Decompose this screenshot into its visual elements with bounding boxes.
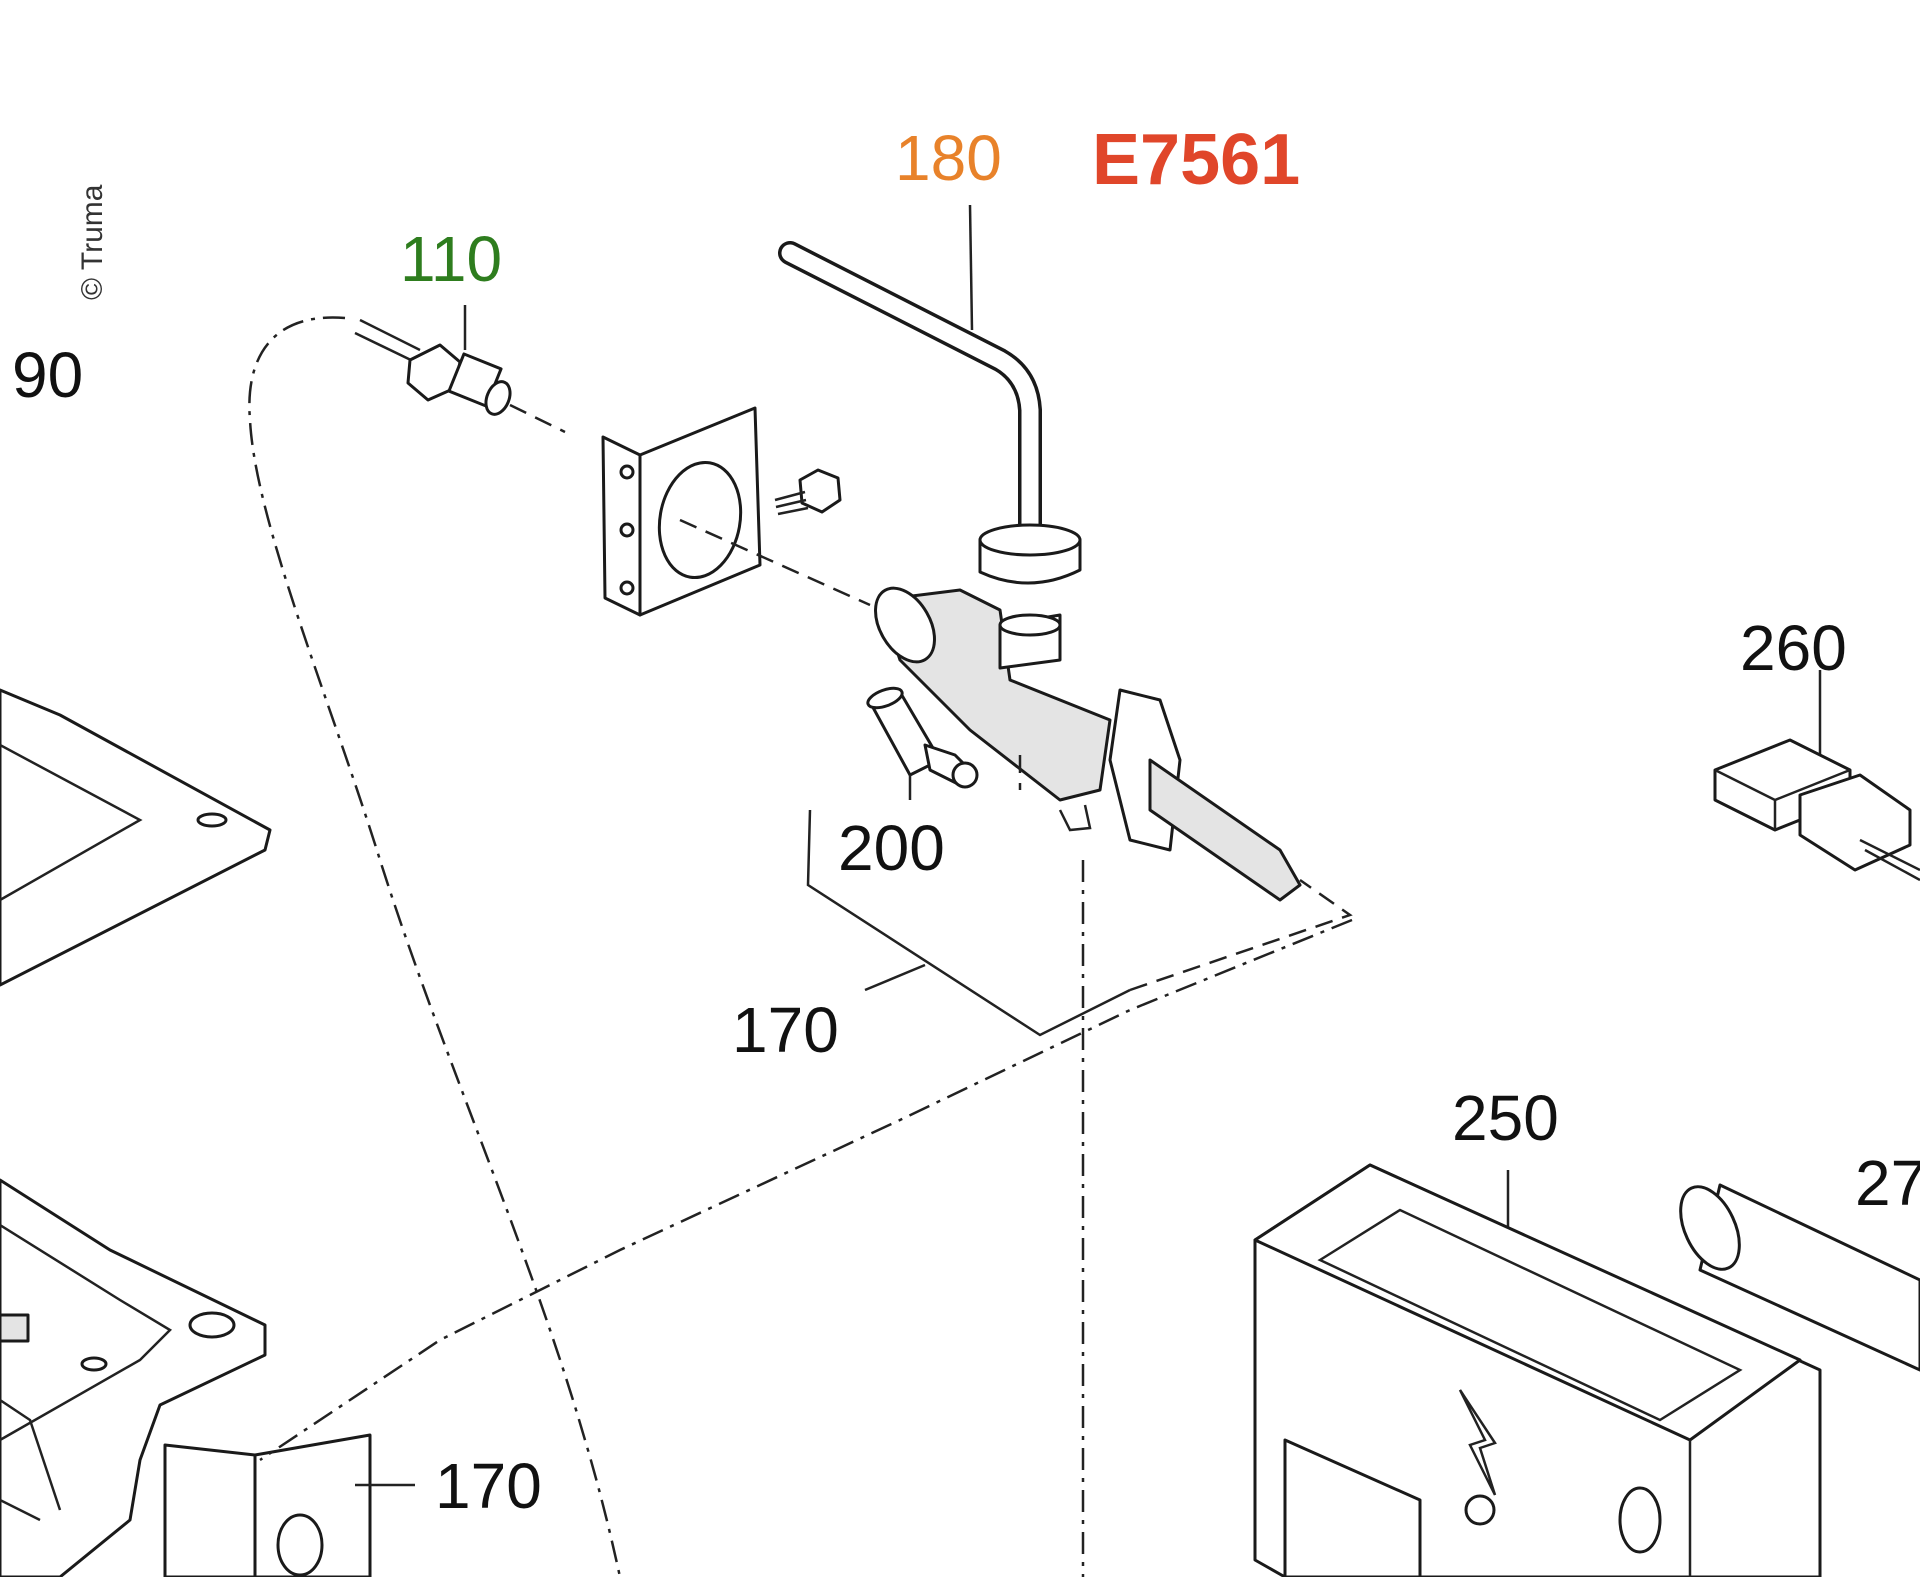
part-200-ignition-electrode: [866, 686, 979, 789]
label-170-lower: 170: [435, 1450, 542, 1522]
frame-plate-upper: [0, 688, 272, 987]
screw-small: [774, 468, 842, 516]
part-180-gas-pipe: [778, 241, 1082, 585]
burner-housing-lower: [0, 1178, 372, 1577]
label-90: 90: [12, 339, 83, 411]
label-200: 200: [838, 812, 945, 884]
assembly-guide-line-left: [248, 316, 622, 1577]
label-260: 260: [1740, 612, 1847, 684]
part-250-control-box: [1253, 1163, 1822, 1577]
part-170-bracket-outline: [806, 809, 1131, 1037]
label-27-partial: 27: [1855, 1147, 1920, 1219]
copyright-text: © Truma: [76, 184, 109, 300]
label-170-upper: 170: [732, 994, 839, 1066]
mounting-bracket: [601, 406, 871, 617]
part-260-connector: [1713, 738, 1920, 882]
assembly-guide-line-diagonal: [259, 918, 1353, 1462]
part-110-thermocouple-nut: [354, 318, 566, 434]
label-250: 250: [1452, 1082, 1559, 1154]
leader-170a: [864, 963, 926, 992]
label-180: 180: [895, 122, 1002, 194]
part-27x-cylinder: [1679, 1183, 1920, 1372]
leader-180: [968, 204, 974, 331]
label-E7561: E7561: [1092, 120, 1300, 200]
label-110: 110: [400, 223, 502, 295]
gas-valve-assembly: [874, 586, 1302, 902]
